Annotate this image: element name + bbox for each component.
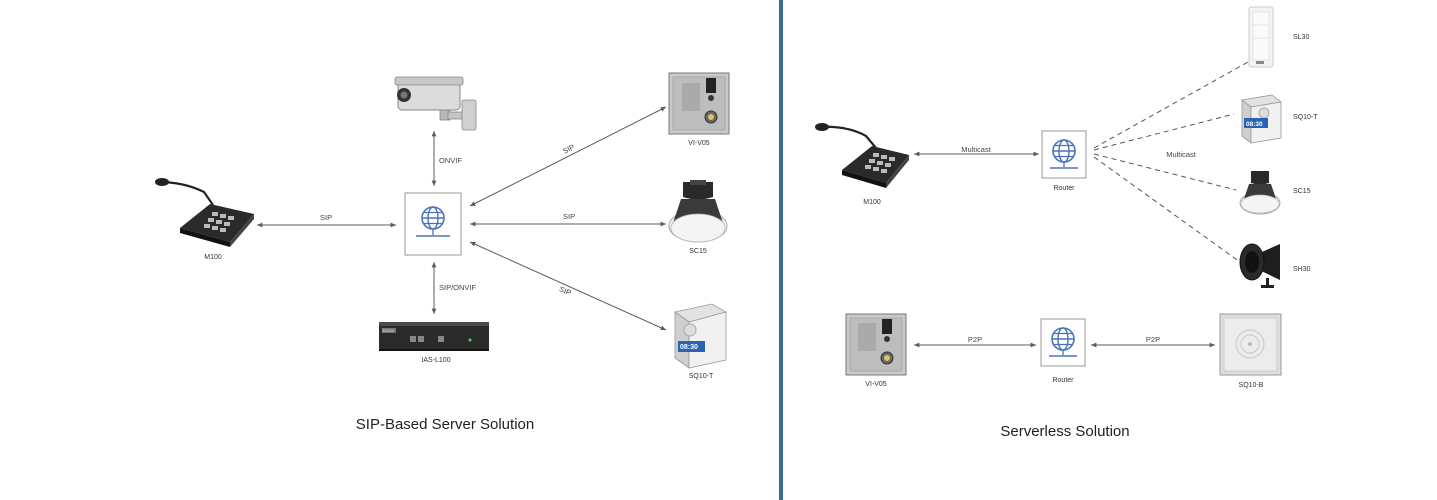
edge-label-onvif: ONVIF <box>439 156 462 165</box>
sc15-speaker-serverless <box>1239 171 1281 215</box>
label-m100-serverless: M100 <box>863 199 881 206</box>
label-sl30: SL30 <box>1293 34 1309 41</box>
label-m100-sip: M100 <box>204 254 222 261</box>
sl30-speaker <box>1248 6 1274 68</box>
label-sc15-sip: SC15 <box>689 248 707 255</box>
label-sq10-t-serverless: SQ10-T <box>1293 114 1318 121</box>
label-vi-v05-serverless: VI-V05 <box>865 381 887 388</box>
edge-fan-sq10t <box>1093 113 1235 151</box>
svg-text:08:30: 08:30 <box>680 344 698 351</box>
label-sq10-t-sip: SQ10-T <box>689 373 714 380</box>
edge-router-sq10t <box>469 241 667 331</box>
edge-label-sip-sc15: SIP <box>563 212 575 221</box>
edge-label-sip-onvif: SIP/ONVIF <box>439 283 477 292</box>
sq10-b-speaker <box>1219 313 1282 376</box>
edge-label-p2p-right: P2P <box>1146 335 1160 344</box>
label-router-top: Router <box>1053 185 1075 192</box>
edge-label-multicast-m100: Multicast <box>961 145 992 154</box>
label-sq10-b: SQ10-B <box>1239 382 1264 389</box>
edge-label-multicast-fanout: Multicast <box>1166 150 1197 159</box>
svg-text:ZKOM: ZKOM <box>382 328 394 333</box>
section-divider <box>779 0 783 500</box>
label-router-bottom: Router <box>1052 377 1074 384</box>
edge-fan-sc15 <box>1093 153 1237 191</box>
title-sip-solution: SIP-Based Server Solution <box>356 416 534 433</box>
router-top <box>1041 130 1087 179</box>
label-ias-l100: IAS-L100 <box>421 357 450 364</box>
ias-l100-server: ZKOM <box>379 322 489 351</box>
sq10-t-speaker-sip: 08:30 <box>674 303 728 369</box>
sip-edges <box>257 106 667 331</box>
edge-label-sip-m100: SIP <box>320 213 332 222</box>
m100-console-sip <box>155 178 254 247</box>
svg-text:08:30: 08:30 <box>1246 121 1263 128</box>
camera-device <box>394 76 477 131</box>
serverless-edges <box>914 61 1249 348</box>
label-sh30: SH30 <box>1293 266 1311 273</box>
edge-router-vi <box>469 106 667 207</box>
sc15-speaker-sip <box>668 180 728 243</box>
edge-label-p2p-left: P2P <box>968 335 982 344</box>
m100-console-serverless <box>815 123 909 188</box>
edge-fan-sh30 <box>1093 156 1241 263</box>
sh30-horn-speaker <box>1239 243 1280 288</box>
label-vi-v05-sip: VI-V05 <box>688 140 710 147</box>
router-bottom <box>1040 318 1086 367</box>
label-sc15-serverless: SC15 <box>1293 188 1311 195</box>
vi-v05-device-serverless <box>845 313 907 376</box>
sq10-t-speaker-serverless: 08:30 <box>1241 94 1282 144</box>
edge-label-sip-sq10t: SIP <box>558 284 573 297</box>
title-serverless-solution: Serverless Solution <box>1000 423 1129 440</box>
vi-v05-device-sip <box>668 72 730 135</box>
edge-fan-sl30 <box>1093 61 1249 149</box>
router-sip <box>404 192 462 256</box>
